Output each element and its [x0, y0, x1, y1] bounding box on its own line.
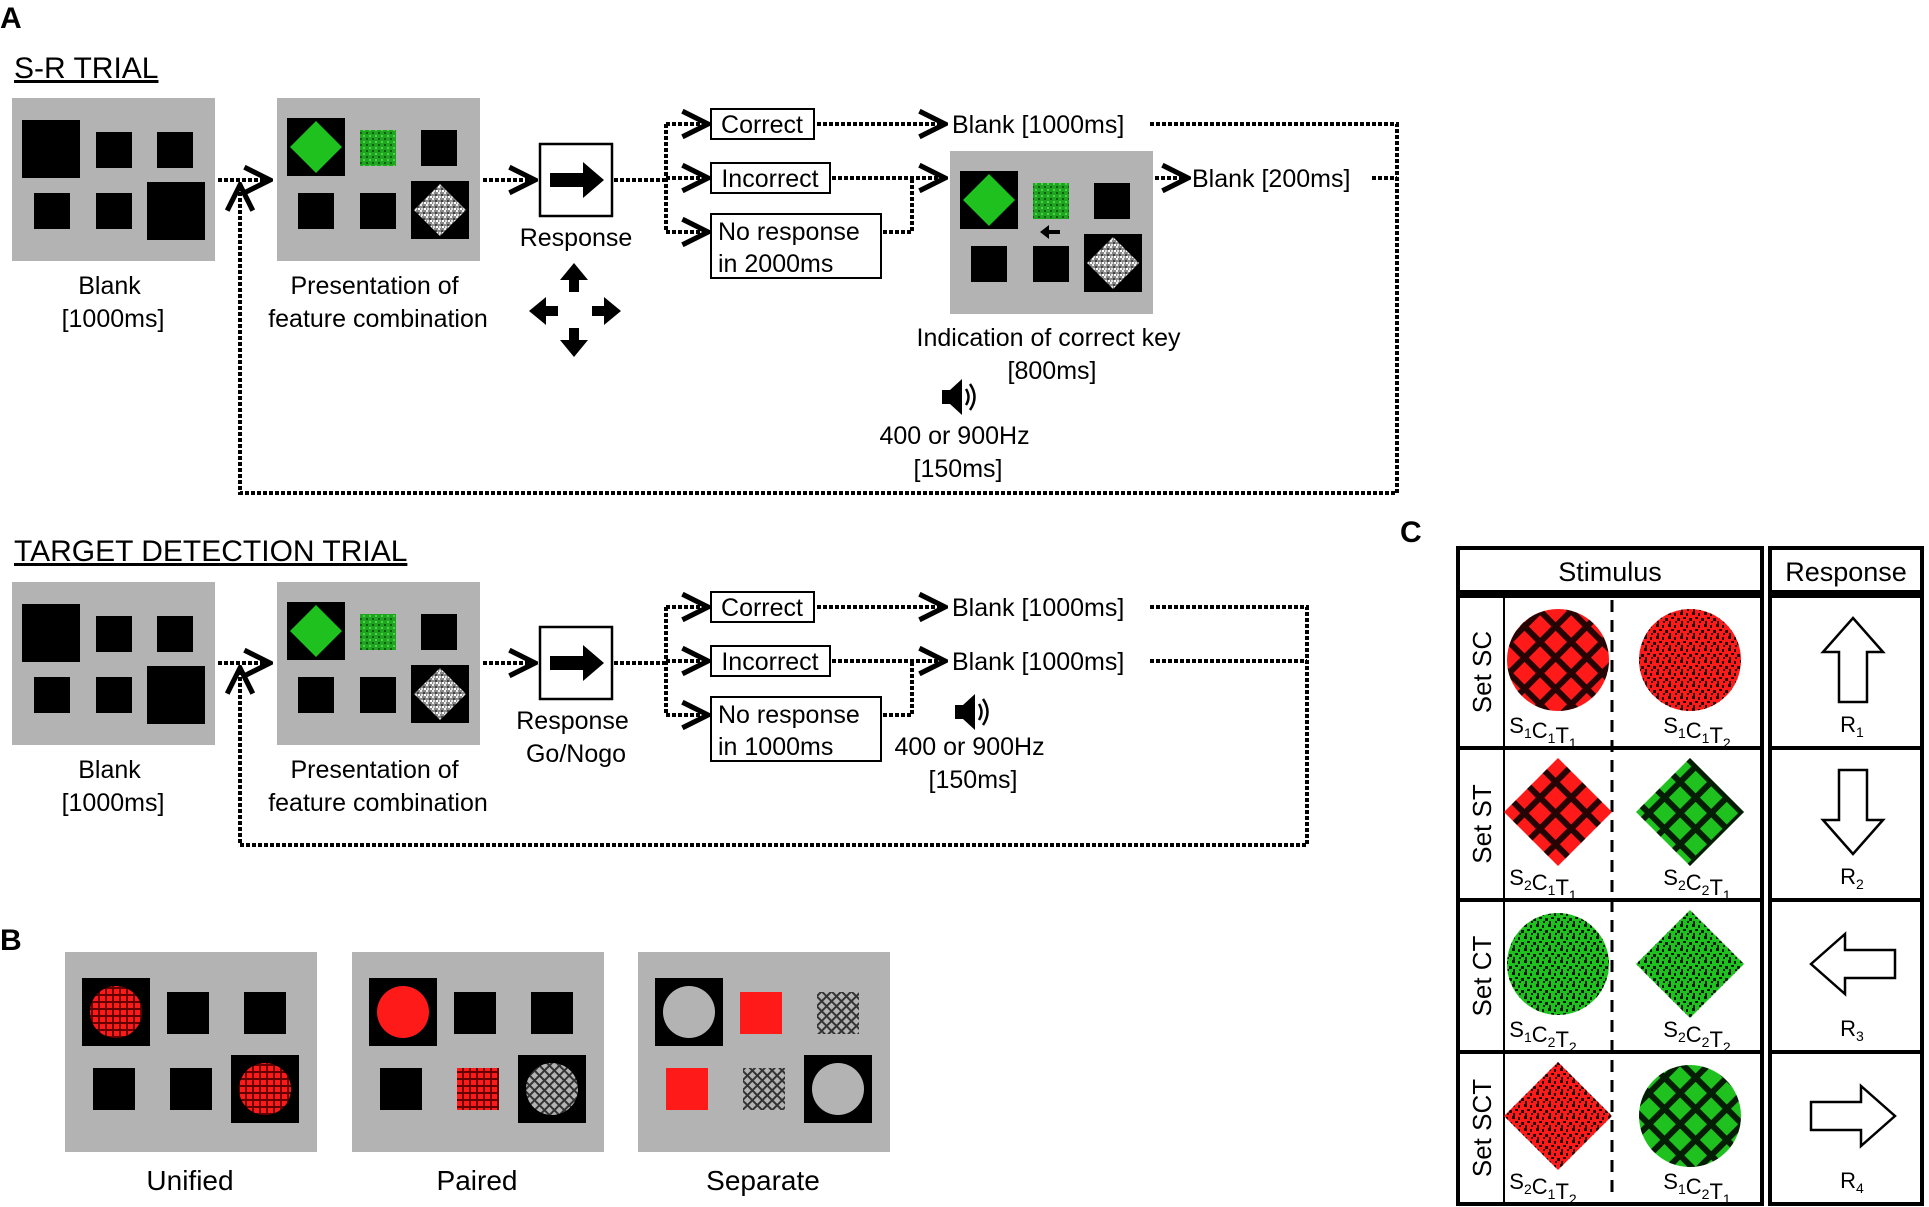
stimulus-response-table: [1456, 546, 1924, 1206]
sr-tone-label: 400 or 900Hz [150ms]: [879, 422, 1036, 483]
response-label: R4: [1840, 1168, 1864, 1196]
sr-no-response-label: No response in 2000ms: [718, 218, 867, 278]
td-heading: TARGET DETECTION TRIAL: [14, 535, 407, 568]
condition-paired-label: Paired: [437, 1165, 518, 1196]
td-blank-screen: [12, 582, 215, 745]
sr-blank-after-correct: Blank [1000ms]: [952, 111, 1124, 139]
stimulus-header: Stimulus: [1558, 557, 1662, 587]
stimulus-left-texture: [1507, 609, 1609, 711]
sr-blank-label: Blank [1000ms]: [62, 272, 165, 333]
up-arrow-icon: [1820, 616, 1886, 704]
condition-separate-label: Separate: [706, 1165, 820, 1196]
stimulus-right-label: S2C2T1: [1663, 865, 1731, 903]
sr-incorrect-label: Incorrect: [721, 165, 818, 193]
td-tone-label: 400 or 900Hz [150ms]: [894, 733, 1051, 794]
set-label: Set SCT: [1467, 1079, 1497, 1177]
stimulus-left-texture: [1504, 1062, 1612, 1170]
td-response-key: [538, 625, 614, 701]
td-incorrect-label: Incorrect: [721, 648, 818, 676]
speaker-icon: [955, 694, 989, 730]
sr-branch-lines: [218, 124, 1399, 495]
response-label: R3: [1840, 1016, 1864, 1044]
sr-indication-label: Indication of correct key [800ms]: [917, 324, 1188, 385]
sr-response-label: Response: [520, 224, 633, 252]
sr-correct-box: [710, 108, 815, 140]
td-incorrect-box: [710, 645, 831, 677]
stimulus-left-label: S2C1T2: [1509, 1169, 1577, 1207]
stimulus-right-texture: [1636, 758, 1744, 866]
table-row: Set ST S2C1T1 S2C2T1 R2: [1467, 758, 1886, 903]
td-response-label: Response Go/Nogo: [516, 707, 636, 768]
condition-paired-screen: [352, 952, 604, 1152]
stimulus-left-label: S1C1T1: [1509, 713, 1577, 751]
response-label: R1: [1840, 712, 1864, 740]
response-header: Response: [1785, 557, 1907, 587]
sr-correct-label: Correct: [721, 111, 803, 139]
panel-label-b: B: [0, 924, 22, 957]
panel-label-c: C: [1400, 516, 1422, 549]
td-blank-label: Blank [1000ms]: [62, 756, 165, 817]
right-arrow-icon: [1809, 1083, 1897, 1149]
td-correct-box: [710, 591, 815, 623]
set-label: Set ST: [1467, 784, 1497, 864]
sr-indication-screen: [950, 151, 1153, 314]
response-label: R2: [1840, 864, 1864, 892]
td-no-response-box: [710, 696, 882, 762]
small-left-arrow-icon: [1040, 225, 1060, 239]
td-blank-after-incorrect: Blank [1000ms]: [952, 648, 1124, 676]
stimulus-right-label: S1C1T2: [1663, 713, 1731, 751]
sr-blank-screen: [12, 98, 215, 261]
condition-separate-screen: [638, 952, 890, 1152]
speaker-icon: [942, 379, 976, 415]
stimulus-right-texture: [1636, 910, 1744, 1018]
stimulus-right-label: S2C2T2: [1663, 1017, 1731, 1055]
stimulus-right-label: S1C2T1: [1663, 1169, 1731, 1207]
td-correct-label: Correct: [721, 594, 803, 622]
table-row: Set SC S1C1T1 S1C1T2 R1: [1467, 609, 1886, 751]
td-no-response-label: No response in 1000ms: [718, 701, 867, 761]
stimulus-left-label: S1C2T2: [1509, 1017, 1577, 1055]
left-arrow-icon: [1809, 931, 1897, 997]
set-label: Set SC: [1467, 631, 1497, 713]
table-row: Set SCT S2C1T2 S1C2T1 R4: [1467, 1062, 1897, 1207]
sr-heading: S-R TRIAL: [14, 52, 158, 85]
sr-response-key: [538, 142, 614, 218]
sr-presentation-screen: [277, 98, 480, 261]
sr-no-response-box: [710, 213, 882, 279]
set-label: Set CT: [1467, 935, 1497, 1016]
condition-unified-label: Unified: [146, 1165, 233, 1196]
sr-blank-after-feedback: Blank [200ms]: [1192, 165, 1350, 193]
sr-incorrect-box: [710, 162, 831, 194]
stimulus-left-label: S2C1T1: [1509, 865, 1577, 903]
stimulus-left-texture: [1504, 758, 1612, 866]
stimulus-right-texture: [1639, 609, 1741, 711]
td-presentation-label: Presentation of feature combination: [268, 756, 488, 817]
td-blank-after-correct: Blank [1000ms]: [952, 594, 1124, 622]
down-arrow-icon: [1820, 768, 1886, 856]
condition-unified-screen: [65, 952, 317, 1152]
panel-label-a: A: [0, 2, 22, 35]
four-arrow-keys-icon: [529, 263, 621, 357]
stimulus-left-texture: [1507, 913, 1609, 1015]
table-row: Set CT S1C2T2 S2C2T2 R3: [1467, 910, 1897, 1055]
td-branch-lines: [218, 607, 1309, 847]
sr-presentation-label: Presentation of feature combination: [268, 272, 488, 333]
stimulus-right-texture: [1639, 1065, 1741, 1167]
td-presentation-screen: [277, 582, 480, 745]
